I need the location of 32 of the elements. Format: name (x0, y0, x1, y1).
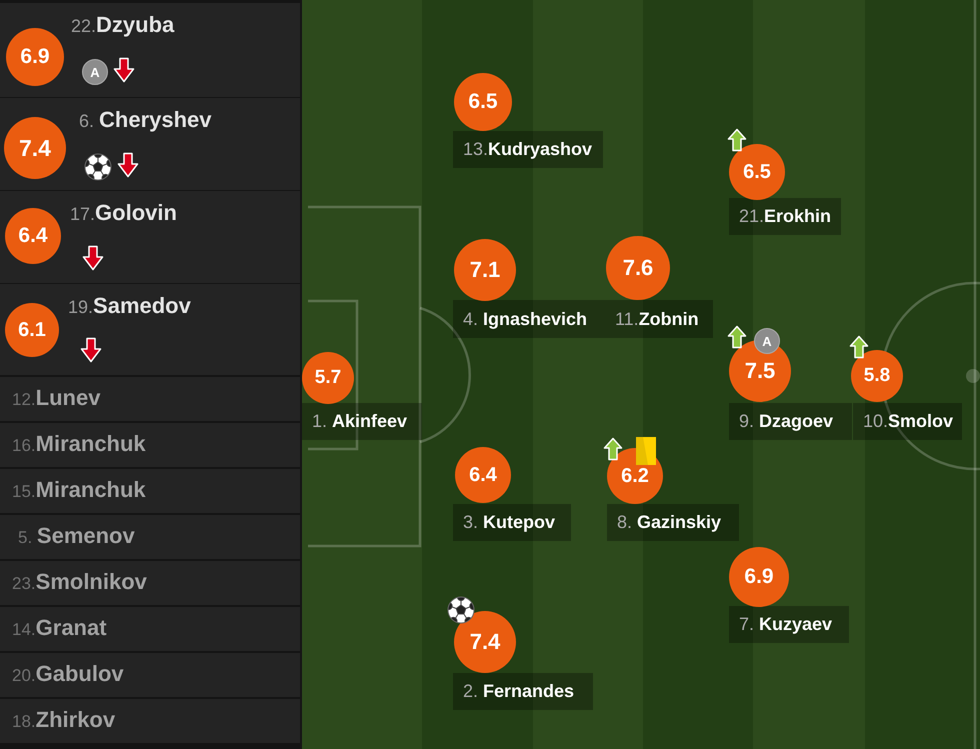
player-label: 4. Ignashevich (453, 300, 605, 338)
rating-circle: 6.9 (6, 28, 64, 86)
player-label: 21.Erokhin (729, 198, 841, 235)
player-name: 22.Dzyuba (71, 12, 174, 39)
player-row (0, 191, 300, 283)
player-name: 17.Golovin (70, 200, 177, 227)
player-label: 10.Smolov (853, 403, 962, 440)
player-name: 6. Cheryshev (79, 107, 212, 134)
player-label: 11.Zobnin (605, 300, 713, 338)
rating-circle: 6.4 (5, 208, 61, 264)
player-name: 12.Lunev (12, 385, 100, 412)
player-name: 19.Samedov (68, 293, 191, 320)
rating-circle: 6.1 (5, 303, 59, 357)
player-label: 8. Gazinskiy (607, 504, 739, 541)
player-name: 5. Semenov (18, 523, 135, 550)
player-row (0, 3, 300, 97)
player-row (0, 284, 300, 375)
player-label: 1. Akinfeev (302, 403, 422, 440)
assist-badge: A (82, 59, 108, 85)
rating-circle: 7.4 (4, 117, 66, 179)
player-name: 16.Miranchuk (12, 431, 146, 458)
player-label: 7. Kuzyaev (729, 606, 849, 643)
player-name: 14.Granat (12, 615, 107, 642)
player-name: 18.Zhirkov (12, 707, 116, 734)
player-name: 15.Miranchuk (12, 477, 146, 504)
player-label: 9. Dzagoev (729, 403, 852, 440)
player-label: 3. Kutepov (453, 504, 571, 541)
player-row (0, 98, 300, 190)
player-label: 13.Kudryashov (453, 131, 603, 168)
player-name: 20.Gabulov (12, 661, 124, 688)
player-label: 2. Fernandes (453, 673, 593, 710)
player-name: 23.Smolnikov (12, 569, 147, 596)
